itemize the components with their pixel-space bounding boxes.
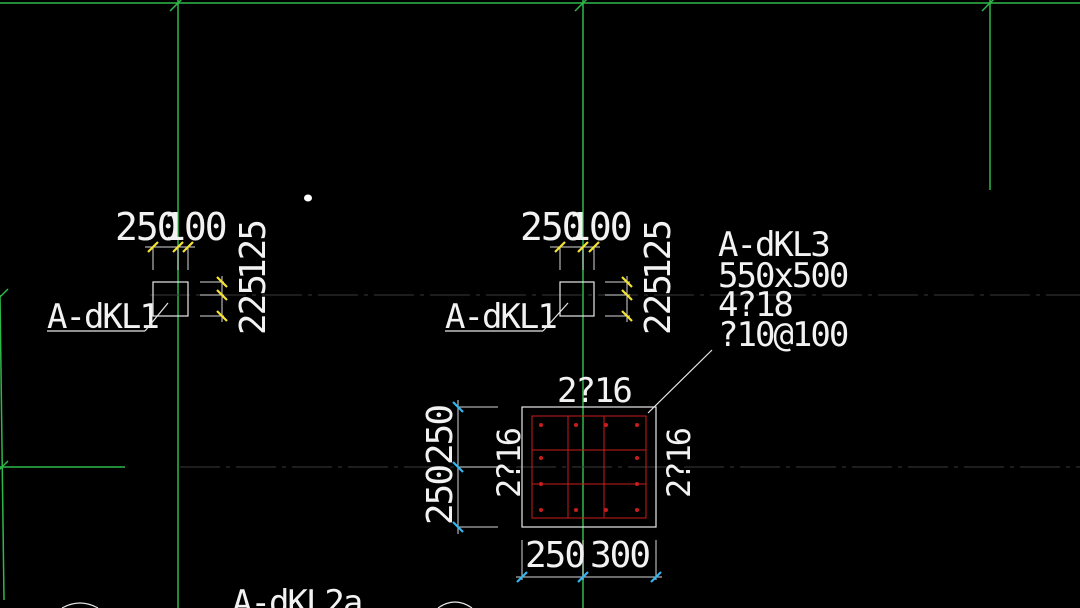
rebar-point [635,482,639,486]
beam-label-a-dkl1: A-dKL1 [445,297,556,337]
dim-tick [452,521,464,533]
bottom-dim-300: 300 [590,535,649,576]
dim-tick [621,276,633,288]
beam-label-a-dkl1: A-dKL1 [47,297,158,337]
bottom-area: A-dKL2a [61,583,473,608]
dim-tick [621,310,633,322]
dim-tick [216,310,228,322]
dim-tick [588,241,600,253]
axis-tick [981,0,995,12]
callout-name: A-dKL3 [718,225,829,265]
dim-top-250: 250 [520,205,583,249]
dim-tick [650,571,662,583]
top-rebar-label: 2?16 [557,371,631,411]
dim-tick [216,276,228,288]
rebar-point [635,456,639,460]
dim-side-225: 225 [638,276,679,335]
dim-tick [452,461,464,473]
beam-label-a-dkl2a: A-dKL2a [232,583,361,608]
rebar-point [539,423,543,427]
column-outline [521,406,657,528]
grid-axis-left-edge [0,294,5,601]
left-dim-mid: 250 [420,466,461,525]
left-rebar-label: 2?16 [490,428,528,498]
partial-shape [437,601,473,608]
dim-side-125: 125 [638,221,679,280]
axis-tick [169,0,183,12]
rebar-point [635,508,639,512]
rebar-point [604,508,608,512]
dim-tick [577,571,589,583]
beam-section-middle[interactable]: 250 100 225 125 A-dKL1 [445,205,679,337]
dim-tick [516,571,528,583]
rebar-point [574,508,578,512]
dim-tick [172,241,184,253]
stirrup-outer [531,415,647,519]
callout-stirrup: ?10@100 [718,315,848,355]
dim-side-125: 125 [233,221,274,280]
bottom-dim-250: 250 [525,535,584,576]
axis-tick [574,0,588,12]
dim-tick [554,241,566,253]
beam-outline [152,281,189,317]
dim-tick [147,241,159,253]
rebar-point [539,508,543,512]
rebar-point [604,423,608,427]
dim-tick [452,401,464,413]
leader-line [144,302,169,332]
callout-size: 550x500 [718,256,848,296]
cursor-icon [304,194,312,202]
dim-side-225: 225 [233,276,274,335]
axis-tick [0,460,9,471]
dim-top-250: 250 [115,205,178,249]
rebar-points [539,423,639,512]
right-rebar-label: 2?16 [660,428,698,498]
dim-tick [216,289,228,301]
partial-shape [61,602,99,608]
rebar-point [635,423,639,427]
rebar-point [539,482,543,486]
dim-tick [577,241,589,253]
rebar-point [574,423,578,427]
leader-line [542,302,569,332]
beam-section-left[interactable]: 250 100 225 125 A-dKL1 [47,205,274,337]
callout-rebar: 4?18 [718,285,792,325]
column-section[interactable]: A-dKL3 550x500 4?18 ?10@100 2?16 2?16 2?… [420,225,850,583]
callout-leader [647,349,713,414]
left-dim-upper: 250 [420,406,461,465]
dim-tick [621,289,633,301]
dim-top-100: 100 [163,205,226,249]
dim-top-100: 100 [568,205,631,249]
rebar-point [539,456,543,460]
beam-outline [559,281,595,317]
dim-tick [182,241,194,253]
axis-tick [0,288,9,299]
